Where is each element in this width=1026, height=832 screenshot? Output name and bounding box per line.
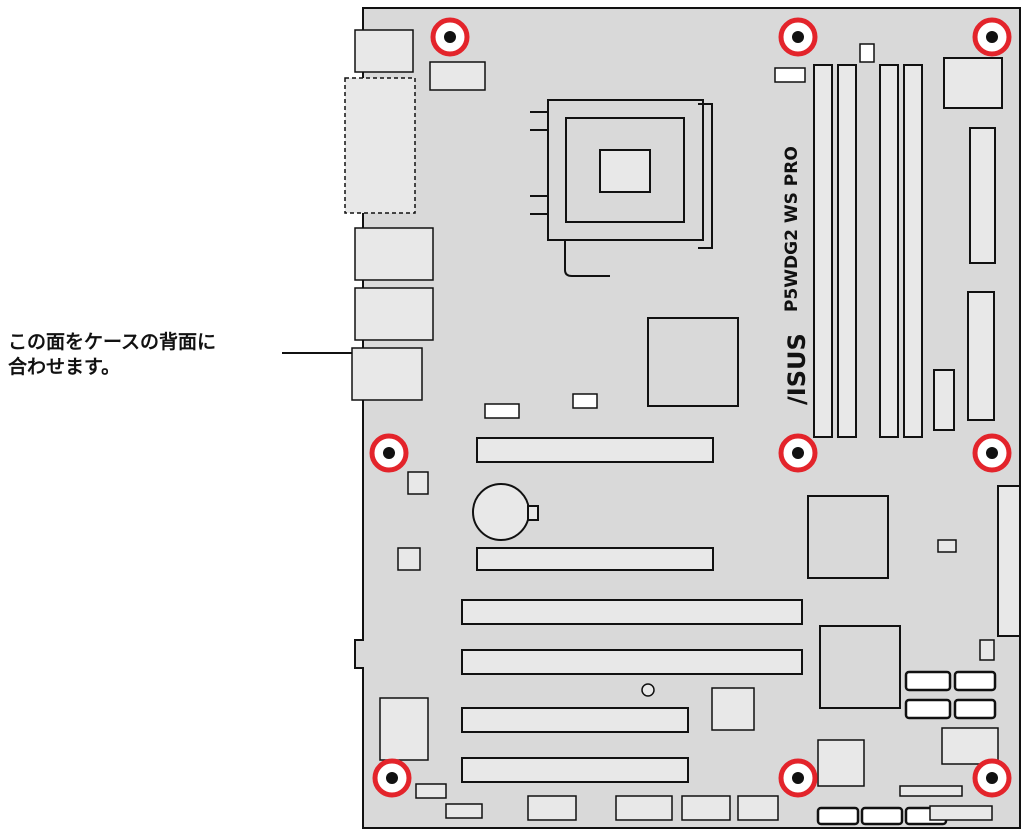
pci-slot-3 [461,707,689,733]
pci-slot-1 [461,599,803,625]
io-serial-port [429,61,486,91]
mounting-hole-7 [372,758,412,798]
small-headers [484,43,875,419]
callout-line-1: この面をケースの背面に [8,331,217,353]
southbridge-chip [807,495,889,579]
callout-line-2: 合わせます。 [8,356,121,378]
mounting-hole-1 [430,17,470,57]
io-audio-stack [344,77,416,214]
rear-io-panel [344,29,486,401]
mounting-hole-8 [778,758,818,798]
io-usb-lan-1 [354,227,434,281]
cmos-battery [472,483,539,541]
cpu-socket [530,99,713,277]
mounting-hole-2 [778,17,818,57]
mounting-hole-6 [972,433,1012,473]
sata-connectors [816,670,997,826]
ide-connector [967,291,995,421]
atx-power-connector [969,127,996,264]
dimm-slot-2 [837,64,857,438]
side-edge-connector [997,485,1021,637]
pci-slot-2 [461,649,803,675]
connector-top-right [943,57,1003,109]
rear-panel-callout: この面をケースの背面に 合わせます。 [8,330,288,380]
pcie-slot-2 [476,547,714,571]
dimm-slots [813,64,923,438]
mounting-hole-9 [972,758,1012,798]
floppy-connector [933,369,955,431]
io-usb-lan-3 [351,347,423,401]
misc-components [379,471,999,787]
bottom-headers [415,783,993,821]
mounting-holes [369,17,1012,798]
dimm-slot-4 [903,64,923,438]
expansion-slots [461,437,803,783]
mounting-hole-5 [778,433,818,473]
board-model-label: P5WDG2 WS PRO [782,146,802,312]
mounting-hole-4 [369,433,409,473]
pcie-slot-1 [476,437,714,463]
dimm-slot-3 [879,64,899,438]
io-ps2-port [354,29,414,73]
mounting-hole-3 [972,17,1012,57]
secondary-chip [819,625,901,709]
io-usb-lan-2 [354,287,434,341]
pci-slot-4 [461,757,689,783]
dimm-slot-1 [813,64,833,438]
northbridge-chip [647,317,739,407]
board-brand-logo: /ISUS [783,333,811,405]
